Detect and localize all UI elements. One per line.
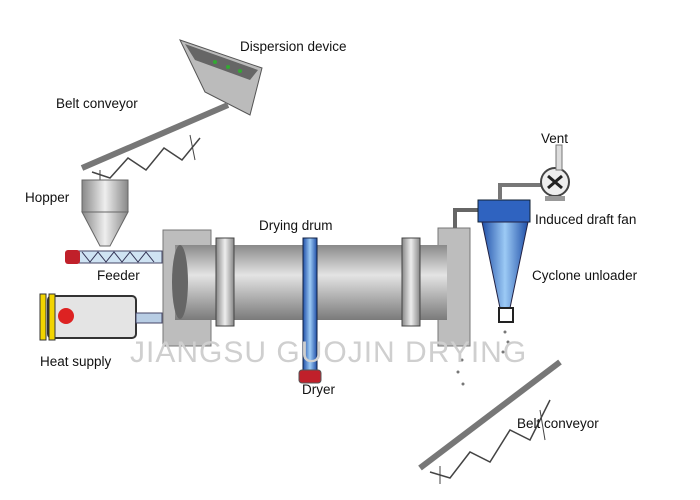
label-heat-supply: Heat supply: [40, 354, 112, 369]
discharged-material: [456, 330, 510, 386]
dispersion-device: [179, 39, 263, 116]
belt-conveyor-top: [80, 102, 230, 185]
riding-ring: [215, 237, 235, 327]
label-belt-conveyor-bottom: Belt conveyor: [517, 416, 599, 431]
label-induced-draft-fan: Induced draft fan: [535, 212, 637, 227]
cyclone-unloader: [453, 183, 545, 323]
induced-draft-fan: [540, 144, 570, 201]
riding-ring: [401, 237, 421, 327]
label-cyclone-unloader: Cyclone unloader: [532, 268, 638, 283]
feeder-motor: [65, 250, 80, 264]
belt-conveyor-bottom: [418, 359, 562, 484]
label-feeder: Feeder: [97, 268, 140, 283]
label-belt-conveyor-top: Belt conveyor: [56, 96, 138, 111]
drive-motor: [298, 369, 322, 384]
feeder-screw: [65, 250, 163, 264]
hopper: [81, 179, 129, 247]
watermark: JIANGSU GUOJIN DRYING: [130, 336, 528, 369]
label-drying-drum: Drying drum: [259, 218, 333, 233]
label-hopper: Hopper: [25, 190, 70, 205]
label-vent: Vent: [541, 131, 569, 146]
label-dryer: Dryer: [302, 382, 335, 397]
heat-supply-furnace: [39, 293, 163, 341]
label-dispersion-device: Dispersion device: [240, 39, 347, 54]
